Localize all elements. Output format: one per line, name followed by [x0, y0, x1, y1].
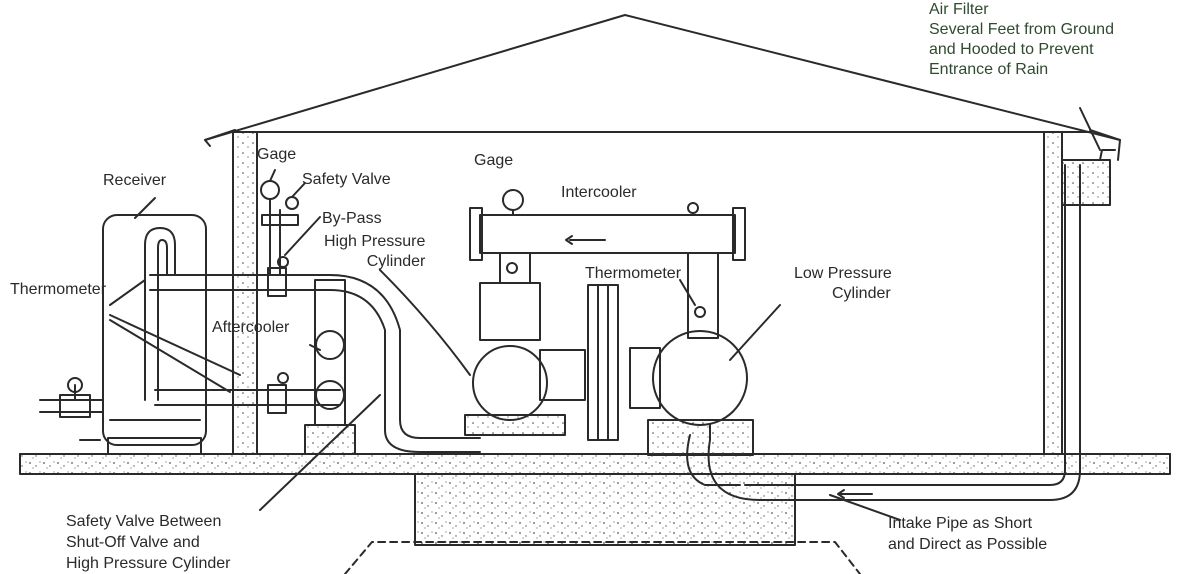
ground-slab	[19, 453, 1171, 475]
label-air-filter-line-1: Air Filter	[929, 1, 989, 18]
label-lp-line-1: Low Pressure	[794, 265, 892, 282]
lp-cylinder	[652, 330, 748, 426]
label-hp-line-1: High Pressure	[324, 233, 426, 250]
label-safety-valve-between: Safety Valve Between Shut-Off Valve and …	[66, 511, 231, 574]
leader-therm-left-2	[109, 314, 241, 376]
label-svb-line-2: Shut-Off Valve and	[66, 534, 200, 551]
roof-eave-right	[1089, 129, 1121, 161]
label-intercooler: Intercooler	[561, 184, 637, 201]
roof-outline	[204, 14, 1121, 141]
leader-lp	[729, 304, 781, 361]
label-high-pressure-cylinder: High Pressure Cylinder	[324, 232, 425, 272]
flywheel	[587, 284, 619, 441]
gage-top	[502, 189, 524, 211]
label-air-filter: Air Filter Several Feet from Ground and …	[929, 0, 1114, 80]
roof-eave-left	[204, 129, 236, 147]
leader-therm-mid	[679, 279, 696, 306]
right-wall	[1043, 131, 1063, 455]
leader-airfilter	[1079, 107, 1101, 151]
label-bypass: By-Pass	[322, 210, 382, 227]
label-intake-pipe: Intake Pipe as Short and Direct as Possi…	[888, 513, 1047, 555]
label-low-pressure-cylinder: Low Pressure Cylinder	[794, 264, 892, 304]
label-gage-left: Gage	[257, 146, 297, 163]
label-thermometer-left: Thermometer	[10, 281, 107, 298]
label-gage-top: Gage	[474, 152, 514, 169]
label-hp-line-2: Cylinder	[366, 253, 426, 270]
leader-safety	[291, 182, 306, 198]
leader-therm-left-1	[109, 279, 146, 306]
leader-hp	[379, 269, 471, 376]
intake-pipe	[707, 164, 1081, 501]
label-air-filter-line-3: and Hooded to Prevent	[929, 41, 1094, 58]
leader-intake	[829, 494, 901, 521]
label-lp-line-2: Cylinder	[832, 285, 891, 302]
label-air-filter-line-2: Several Feet from Ground	[929, 21, 1114, 38]
label-safety-valve: Safety Valve	[302, 171, 391, 188]
leader-gage-left	[269, 169, 276, 182]
discharge-pipe	[149, 274, 481, 439]
leader-safety-between	[259, 394, 381, 511]
label-air-filter-line-4: Entrance of Rain	[929, 61, 1049, 78]
label-svb-line-3: High Pressure Cylinder	[66, 555, 231, 572]
leader-receiver	[134, 197, 156, 219]
hp-cylinder-head	[479, 282, 541, 341]
hp-cylinder	[472, 345, 548, 421]
gage-left	[260, 180, 280, 200]
label-aftercooler: Aftercooler	[212, 319, 290, 336]
label-intake-line-1: Intake Pipe as Short	[888, 515, 1033, 532]
label-thermometer-mid: Thermometer	[585, 265, 682, 282]
receiver-tank	[102, 214, 207, 446]
intercooler-body	[479, 214, 736, 254]
leader-aftercooler	[309, 344, 321, 351]
label-intake-line-2: and Direct as Possible	[888, 536, 1048, 553]
label-receiver: Receiver	[103, 172, 167, 189]
foundation-dashed	[344, 541, 861, 574]
foundation	[414, 473, 796, 546]
label-svb-line-1: Safety Valve Between	[66, 513, 222, 530]
leader-bypass	[284, 216, 321, 256]
leader-therm-left-3	[109, 319, 231, 393]
air-filter	[1061, 159, 1111, 206]
left-wall	[232, 131, 258, 455]
